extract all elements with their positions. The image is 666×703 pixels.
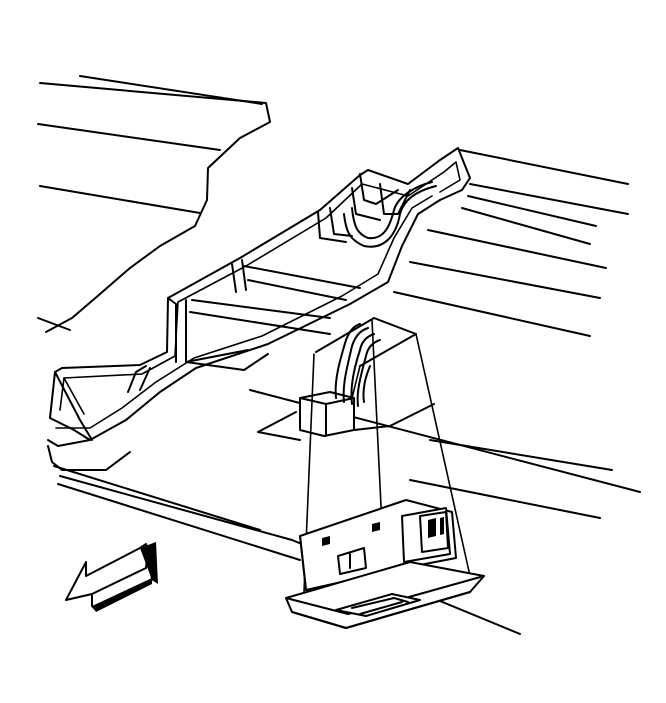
direction-arrow-icon (65, 542, 158, 612)
roof-panel (37, 75, 271, 333)
roof-rails-right (393, 149, 629, 337)
removed-module (285, 499, 485, 629)
installed-connector (257, 317, 435, 441)
roof-bow-bracket (47, 147, 471, 447)
